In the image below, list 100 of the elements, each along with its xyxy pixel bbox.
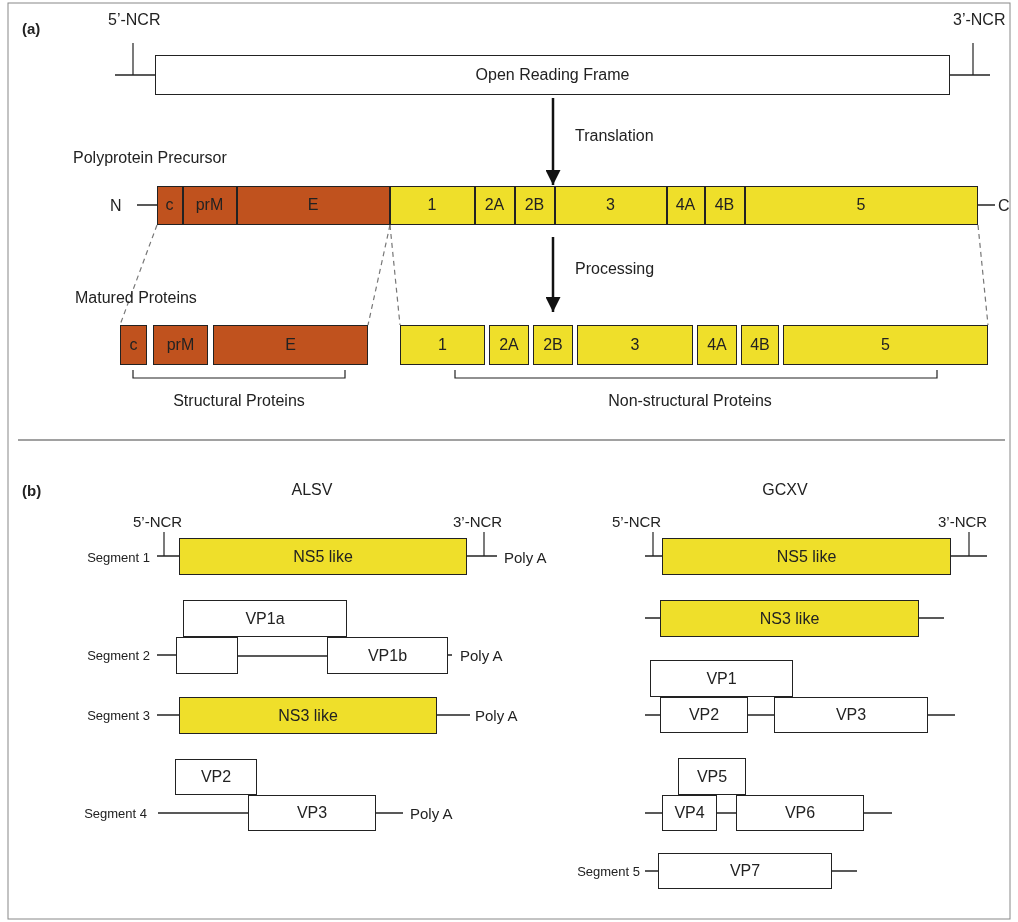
panel-label: (b) bbox=[22, 482, 42, 498]
protein-label: 2B bbox=[524, 197, 545, 213]
protein-label: VP6 bbox=[784, 805, 816, 821]
text-label: C bbox=[998, 198, 1010, 214]
protein-label: VP5 bbox=[696, 768, 728, 785]
protein-label: NS5 like bbox=[293, 548, 353, 565]
dashed-guide-line bbox=[389, 224, 401, 326]
protein-box bbox=[389, 185, 475, 225]
text-label: Matured Proteins bbox=[75, 290, 197, 306]
protein-box bbox=[697, 325, 737, 365]
text-label: 3’-NCR bbox=[953, 12, 1006, 28]
protein-box bbox=[248, 795, 376, 831]
protein-box bbox=[736, 795, 864, 831]
text-label: 3’-NCR bbox=[453, 513, 503, 529]
panel-label: (a) bbox=[22, 20, 41, 36]
protein-box bbox=[577, 325, 693, 365]
text-label: Segment 3 bbox=[87, 708, 150, 722]
text-label: Segment 2 bbox=[87, 648, 150, 662]
protein-label: 4B bbox=[750, 337, 770, 353]
text-label: GCXV bbox=[762, 482, 808, 498]
protein-label: 3 bbox=[630, 337, 640, 353]
protein-box bbox=[650, 660, 793, 697]
protein-label: 4A bbox=[707, 337, 727, 353]
protein-label: 2A bbox=[499, 337, 519, 353]
protein-box bbox=[400, 325, 485, 365]
text-label: Non-structural Proteins bbox=[608, 393, 772, 409]
protein-box bbox=[179, 697, 437, 734]
edge-label: Processing bbox=[575, 260, 655, 277]
protein-box bbox=[183, 600, 347, 637]
text-label: Segment 1 bbox=[87, 550, 150, 564]
protein-box bbox=[533, 325, 573, 365]
protein-label: c bbox=[129, 337, 138, 353]
protein-box bbox=[704, 185, 745, 225]
protein-box bbox=[678, 758, 746, 795]
protein-label: 1 bbox=[427, 197, 437, 213]
protein-label: E bbox=[307, 197, 319, 213]
protein-box bbox=[213, 325, 368, 365]
dashed-guide-line bbox=[977, 224, 989, 326]
protein-label: NS3 like bbox=[759, 610, 820, 627]
protein-label: 4B bbox=[714, 197, 735, 213]
edge-label: Translation bbox=[575, 127, 654, 144]
protein-box bbox=[554, 185, 667, 225]
protein-label: 3 bbox=[606, 197, 615, 213]
protein-box bbox=[774, 697, 928, 733]
protein-box bbox=[660, 600, 919, 637]
protein-box bbox=[744, 185, 978, 225]
protein-label: 5 bbox=[856, 197, 866, 213]
protein-label: 5 bbox=[881, 337, 890, 353]
text-label: Structural Proteins bbox=[173, 393, 305, 409]
dashed-guide-line bbox=[367, 224, 391, 326]
protein-label: 2A bbox=[484, 197, 505, 213]
protein-label: 4A bbox=[675, 197, 696, 213]
connector-line bbox=[747, 714, 775, 716]
protein-label: VP1 bbox=[706, 670, 737, 687]
text-label: Poly A bbox=[504, 549, 547, 565]
protein-label: VP3 bbox=[296, 805, 328, 821]
protein-label: 1 bbox=[438, 337, 447, 353]
dashed-guide-line bbox=[119, 224, 158, 326]
empty-box bbox=[176, 637, 238, 674]
text-label: 5’-NCR bbox=[612, 513, 662, 529]
arrow bbox=[545, 98, 561, 185]
protein-label: 2B bbox=[543, 337, 563, 353]
protein-label: c bbox=[165, 197, 174, 213]
protein-label: VP2 bbox=[688, 707, 720, 723]
protein-box bbox=[658, 853, 832, 889]
text-label: Segment 4 bbox=[84, 806, 147, 820]
text-label: Poly A bbox=[410, 805, 453, 821]
protein-box bbox=[514, 185, 555, 225]
protein-box bbox=[175, 759, 257, 795]
protein-label: E bbox=[285, 337, 296, 353]
protein-box bbox=[156, 185, 183, 225]
open-reading-frame-box bbox=[155, 55, 950, 95]
protein-label: VP4 bbox=[674, 805, 705, 821]
protein-box bbox=[327, 637, 448, 674]
protein-box bbox=[662, 538, 951, 575]
protein-box bbox=[236, 185, 390, 225]
protein-box bbox=[153, 325, 208, 365]
protein-label: prM bbox=[195, 197, 224, 213]
text-label: ALSV bbox=[291, 482, 333, 498]
protein-label: VP2 bbox=[200, 769, 232, 785]
row-heading: Polyprotein Precursor bbox=[73, 149, 227, 167]
protein-box bbox=[474, 185, 515, 225]
protein-label: VP3 bbox=[835, 707, 867, 723]
connector-line bbox=[716, 812, 737, 814]
protein-box bbox=[489, 325, 529, 365]
protein-box bbox=[179, 538, 467, 575]
text-label: 5’-NCR bbox=[108, 12, 161, 28]
protein-label: VP1a bbox=[245, 610, 285, 627]
text-label: Segment 5 bbox=[577, 864, 640, 878]
text-label: 5’-NCR bbox=[133, 513, 183, 529]
protein-box bbox=[660, 697, 748, 733]
text-label: N bbox=[110, 198, 122, 214]
protein-box bbox=[662, 795, 717, 831]
protein-label: NS3 like bbox=[278, 707, 338, 724]
text-label: Poly A bbox=[475, 707, 518, 723]
protein-box bbox=[182, 185, 237, 225]
protein-box bbox=[666, 185, 705, 225]
protein-label: prM bbox=[166, 337, 195, 353]
text-label: 3’-NCR bbox=[938, 513, 988, 529]
arrow bbox=[545, 237, 561, 312]
